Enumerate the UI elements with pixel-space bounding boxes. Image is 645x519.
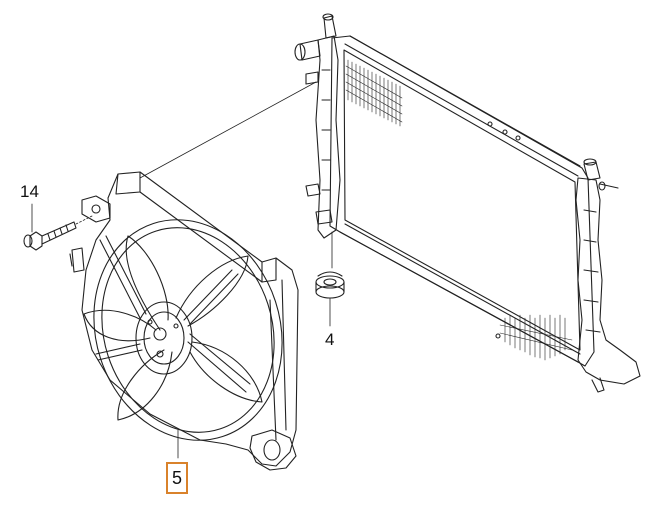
radiator-mount-holes (487, 121, 521, 339)
radiator-inlet-neck (294, 13, 337, 85)
leader-line-upper (139, 81, 317, 179)
fan-shroud-assembly[interactable] (66, 171, 310, 471)
bolt[interactable] (23, 221, 77, 251)
motor-struts (95, 235, 251, 393)
fan-blades (83, 235, 263, 421)
leader-line-bolt-to-shroud (75, 215, 93, 225)
shroud-opening (93, 219, 283, 441)
radiator-core-fins-bottom (499, 314, 573, 361)
radiator-right-tank (575, 177, 641, 385)
shroud-mounting-ear (81, 195, 111, 223)
callout-rubber-mount: 4 (325, 330, 335, 349)
radiator-filler-cap (583, 158, 619, 191)
radiator[interactable] (294, 13, 641, 393)
fan-motor (135, 301, 193, 375)
rubber-mount[interactable] (315, 271, 345, 299)
radiator-core-fins-top (345, 59, 403, 127)
radiator-left-tank (315, 35, 341, 239)
callout-fan-assembly[interactable]: 5 (166, 462, 188, 494)
callout-bolt: 14 (20, 182, 39, 201)
